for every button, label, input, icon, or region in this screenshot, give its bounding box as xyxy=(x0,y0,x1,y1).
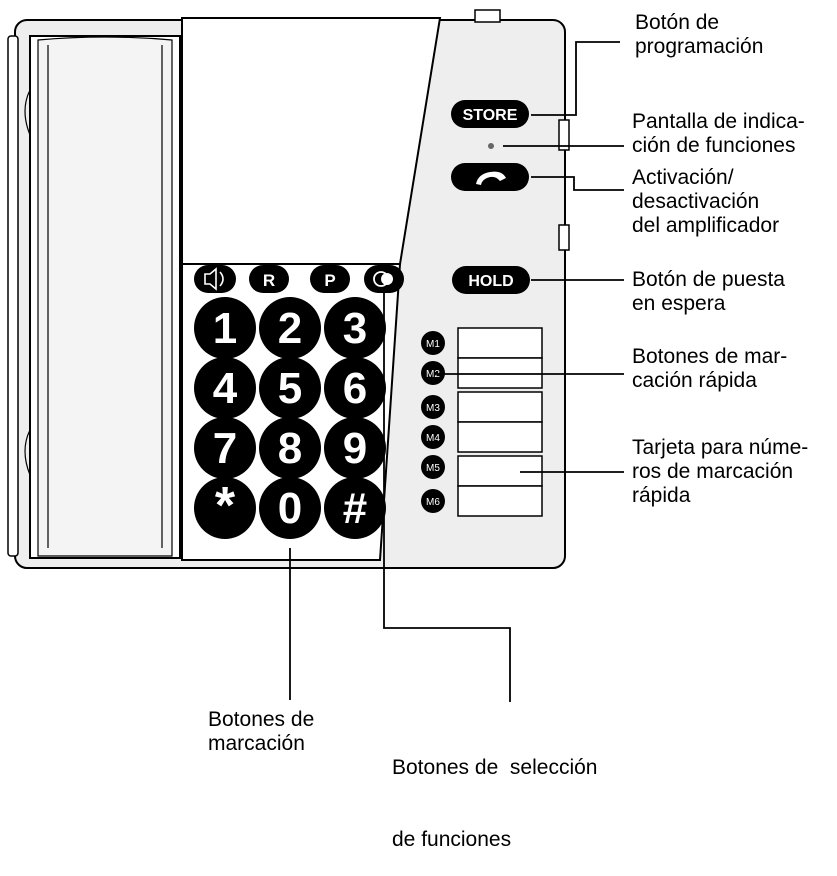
dial-key[interactable]: 4 xyxy=(194,357,256,419)
callout-amplifier-line-1: Activación/ xyxy=(632,166,734,189)
toggle-button[interactable] xyxy=(364,265,404,293)
speed-dial-key-m3[interactable]: M3 xyxy=(421,395,445,419)
dial-key[interactable]: 3 xyxy=(324,297,386,359)
callout-function-buttons-line-1: Botones de selección xyxy=(392,756,598,779)
callout-speed-dial: Botones de mar- cación rápida xyxy=(632,345,787,393)
indicator-led xyxy=(488,143,494,149)
hold-button[interactable]: HOLD xyxy=(452,266,530,294)
dial-key[interactable]: 8 xyxy=(259,417,321,479)
callout-indicator: Pantalla de indica- ción de funciones xyxy=(632,110,805,158)
speed-dial-key-label: M4 xyxy=(426,433,440,444)
callout-dial-buttons-line-1: Botones de xyxy=(208,708,315,731)
callout-card-line-2: ros de marcación xyxy=(632,460,794,483)
speed-dial-key-label: M3 xyxy=(426,403,440,414)
dial-key[interactable]: 1 xyxy=(194,297,256,359)
dial-key-label: 1 xyxy=(213,304,237,353)
callout-speed-dial-line-1: Botones de mar- xyxy=(632,345,788,368)
speed-dial-key-label: M2 xyxy=(426,369,440,380)
dial-key[interactable]: 0 xyxy=(259,477,321,539)
dial-key[interactable]: 2 xyxy=(259,297,321,359)
dial-key-label: 0 xyxy=(278,484,302,533)
hold-label: HOLD xyxy=(468,273,513,290)
dial-key-label: 9 xyxy=(343,424,367,473)
speed-dial-key-m4[interactable]: M4 xyxy=(421,425,445,449)
callout-function-buttons: Botones de selección de funciones xyxy=(392,708,597,876)
redial-label: R xyxy=(263,271,275,290)
dial-key-label: 3 xyxy=(343,304,367,353)
callout-amplifier-line-3: del amplificador xyxy=(632,214,780,237)
callout-speed-dial-line-2: cación rápida xyxy=(632,369,757,392)
callout-indicator-line-1: Pantalla de indica- xyxy=(632,110,805,133)
dial-key-label: # xyxy=(343,484,367,533)
dial-key-label: 4 xyxy=(213,364,238,413)
store-label: STORE xyxy=(463,107,518,124)
dial-key[interactable]: 7 xyxy=(194,417,256,479)
callout-programming: Botón de programación xyxy=(635,11,763,59)
top-panel xyxy=(181,17,442,265)
pause-button[interactable]: P xyxy=(310,265,350,293)
speed-dial-key-m1[interactable]: M1 xyxy=(421,331,445,355)
dial-key-label: 7 xyxy=(213,424,237,473)
speed-dial-key-m6[interactable]: M6 xyxy=(421,489,445,513)
speaker-icon xyxy=(204,267,217,291)
dial-key-label: 5 xyxy=(278,364,302,413)
pause-label: P xyxy=(324,271,335,290)
speed-dial-key-label: M1 xyxy=(426,339,440,350)
speed-dial-key-m2[interactable]: M2 xyxy=(421,361,445,385)
callout-amplifier-line-2: desactivación xyxy=(632,190,760,213)
dial-key[interactable]: 9 xyxy=(324,417,386,479)
callout-dial-buttons-line-2: marcación xyxy=(208,732,305,755)
callout-function-buttons-line-2: de funciones xyxy=(392,828,512,851)
callout-programming-line-2: programación xyxy=(635,35,764,58)
speaker-button[interactable] xyxy=(194,265,236,293)
dial-key-label: 6 xyxy=(343,364,367,413)
speed-dial-key-label: M5 xyxy=(426,463,440,474)
dial-key-label: 2 xyxy=(278,304,302,353)
speed-dial-card xyxy=(457,327,543,517)
handset-icon xyxy=(476,171,506,185)
store-button[interactable]: STORE xyxy=(451,100,529,128)
dial-key-label: * xyxy=(215,477,236,535)
callout-card-line-3: rápida xyxy=(632,484,691,507)
dial-key-label: 8 xyxy=(278,424,302,473)
callout-amplifier: Activación/ desactivación del amplificad… xyxy=(632,166,779,238)
redial-button[interactable]: R xyxy=(249,265,289,293)
speed-dial-key-m5[interactable]: M5 xyxy=(421,455,445,479)
callout-indicator-line-2: ción de funciones xyxy=(632,134,796,157)
dial-key[interactable]: 6 xyxy=(324,357,386,419)
callout-programming-line-1: Botón de xyxy=(635,11,720,34)
callout-card-line-1: Tarjeta para núme- xyxy=(632,436,809,459)
callout-hold: Botón de puesta en espera xyxy=(632,268,785,316)
callout-card: Tarjeta para núme- ros de marcación rápi… xyxy=(632,436,808,508)
callout-hold-line-1: Botón de puesta xyxy=(632,268,785,291)
speed-dial-key-label: M6 xyxy=(426,497,440,508)
dial-key[interactable]: # xyxy=(324,477,386,539)
handset[interactable] xyxy=(24,35,186,559)
callout-dial-buttons: Botones de marcación xyxy=(208,708,314,756)
callout-hold-line-2: en espera xyxy=(632,292,726,315)
dial-key[interactable]: * xyxy=(194,477,256,539)
dial-key[interactable]: 5 xyxy=(259,357,321,419)
leader-lines xyxy=(289,41,624,702)
amplifier-button[interactable] xyxy=(451,163,529,191)
